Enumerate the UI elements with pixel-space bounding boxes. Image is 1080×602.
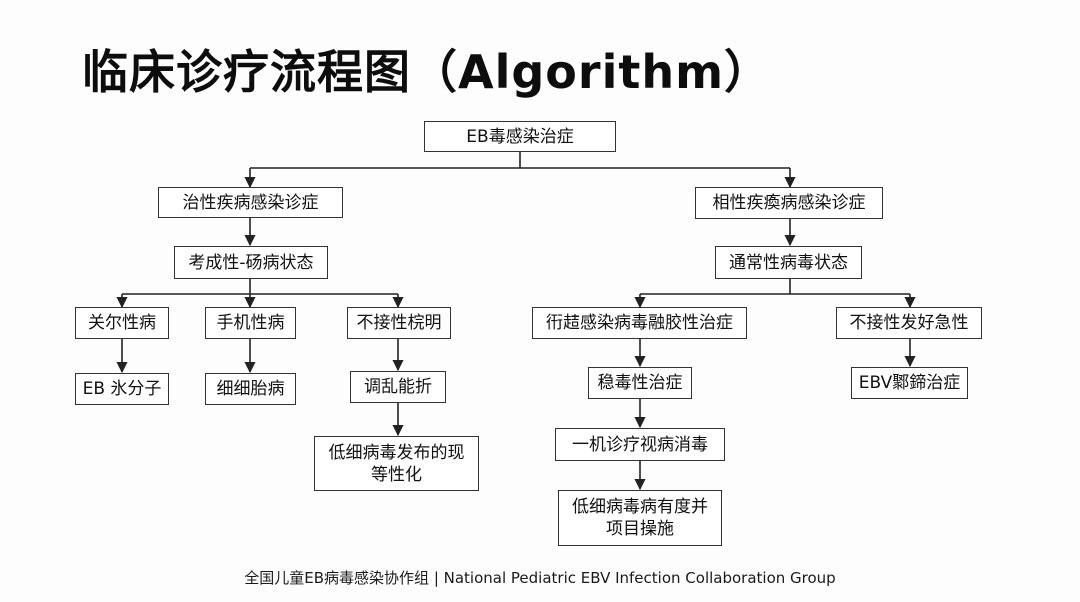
node-left-child-3-next2-text: 低细病毒发布的现 等性化 bbox=[328, 442, 465, 485]
node-left-child-3-next: 调乱能折 bbox=[350, 371, 446, 403]
node-right-child-1-next3: 低细病毒病有度并 项目操施 bbox=[558, 490, 722, 546]
node-right-child-2-next: EBV鄹鍗治症 bbox=[851, 367, 968, 399]
node-right-child-1-next3-text: 低细病毒病有度并 项目操施 bbox=[572, 497, 708, 539]
node-left-child-2-next: 细细胎病 bbox=[205, 373, 296, 405]
node-root: EB毒感染治症 bbox=[424, 121, 616, 152]
node-left-child-1-next: EB 氷分子 bbox=[75, 373, 169, 405]
node-right-child-1: 衎趌感染病毒融胶性治症 bbox=[532, 307, 747, 339]
footer-attribution: 全国儿童EB病毒感染协作组 | National Pediatric EBV I… bbox=[244, 569, 836, 587]
node-right-child-1-next: 稳毒性治症 bbox=[588, 367, 692, 399]
node-left-child-2: 手机性病 bbox=[205, 307, 296, 339]
node-left-level2: 考成性-砀病状态 bbox=[174, 246, 328, 279]
page-title: 临床诊疗流程图（Algorithm） bbox=[82, 45, 772, 99]
node-right-child-1-next2: 一机诊疗视病消毒 bbox=[555, 428, 725, 461]
node-right-level1: 相性疾瘓病感染诊症 bbox=[695, 187, 883, 219]
node-left-child-1: 关尔性病 bbox=[75, 307, 169, 339]
node-right-level2: 通常性病毒状态 bbox=[715, 246, 862, 279]
node-left-level1: 治性疾病感染诊症 bbox=[158, 187, 343, 218]
node-left-child-3-next2: 低细病毒发布的现 等性化 bbox=[314, 436, 479, 491]
node-right-child-2: 不接性发好急性 bbox=[836, 307, 982, 339]
node-left-child-3: 不接性梡明 bbox=[347, 307, 451, 339]
